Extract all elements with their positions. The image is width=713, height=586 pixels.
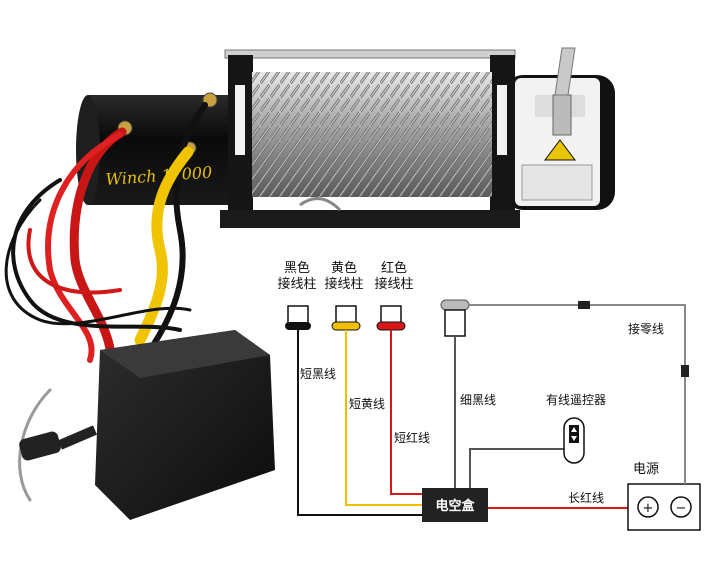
winch-drum xyxy=(252,72,492,212)
label-neutral: 接零线 xyxy=(628,321,664,336)
terminal-black-icon xyxy=(285,305,311,330)
label-wired-remote: 有线遥控器 xyxy=(546,393,606,407)
terminal-gray-icon xyxy=(440,299,470,337)
minus-icon xyxy=(670,496,692,518)
svg-text:−: − xyxy=(676,501,687,516)
label-long-red: 长红线 xyxy=(568,490,604,505)
plus-icon xyxy=(637,496,659,518)
wire-short-yellow xyxy=(345,330,422,506)
winch-gearbox xyxy=(505,75,615,210)
connector-gray-top xyxy=(578,301,590,309)
winch-frame xyxy=(220,49,520,228)
terminal-label-red: 红色 接线柱 xyxy=(374,260,413,292)
wired-remote-icon xyxy=(563,417,585,464)
label-short-red: 短红线 xyxy=(394,430,430,445)
svg-text:+: + xyxy=(643,501,654,516)
svg-text:接线柱: 接线柱 xyxy=(277,276,316,292)
svg-text:红色: 红色 xyxy=(381,260,407,276)
svg-text:黑色: 黑色 xyxy=(284,260,310,276)
control-box-photo xyxy=(19,330,275,520)
terminal-label-black: 黑色 接线柱 xyxy=(277,260,316,292)
svg-text:接线柱: 接线柱 xyxy=(374,276,413,292)
wire-short-red xyxy=(390,330,422,495)
wire-short-black xyxy=(297,330,422,516)
svg-text:接线柱: 接线柱 xyxy=(324,276,363,292)
power-source: 电源 + − xyxy=(627,462,701,531)
terminal-yellow-icon xyxy=(331,305,361,331)
terminal-label-yellow: 黄色 接线柱 xyxy=(324,260,363,292)
label-power-source: 电源 xyxy=(633,462,659,477)
label-thin-black: 细黑线 xyxy=(460,393,496,407)
control-box-label: 电空盒 xyxy=(435,498,475,514)
svg-text:黄色: 黄色 xyxy=(331,260,357,276)
connector-gray-side xyxy=(681,365,689,377)
clutch-lever-icon xyxy=(552,47,576,136)
label-short-yellow: 短黄线 xyxy=(349,397,385,411)
control-box: 电空盒 xyxy=(422,488,488,522)
terminal-red-icon xyxy=(376,305,406,331)
wire-remote xyxy=(469,448,572,494)
label-short-black: 短黑线 xyxy=(300,367,336,381)
